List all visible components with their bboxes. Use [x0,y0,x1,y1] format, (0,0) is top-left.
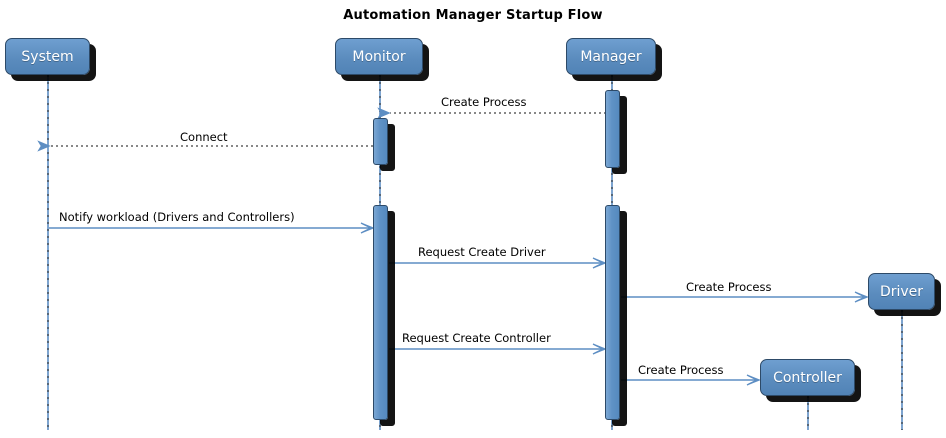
msg-request-create-driver-arrowhead [592,257,605,269]
messages-layer [37,107,867,386]
msg-create-process-controller-arrowhead [746,374,759,386]
msg-create-process-manager-monitor-label: Create Process [441,95,527,109]
participant-box-manager[interactable]: Manager [566,38,656,75]
page-title: Automation Manager Startup Flow [343,8,603,23]
participant-box-controller[interactable]: Controller [760,359,855,396]
participant-label-system: System [21,48,74,65]
activation-bar-manager [605,90,620,168]
msg-connect-label: Connect [180,130,228,144]
msg-request-create-controller-arrowhead [592,343,605,355]
msg-request-create-controller-label: Request Create Controller [402,331,551,345]
participant-label-controller: Controller [773,369,842,386]
activation-bar-manager [605,205,620,420]
participant-label-manager: Manager [580,48,642,65]
msg-create-process-driver-label: Create Process [686,280,772,294]
participant-box-driver[interactable]: Driver [868,273,935,310]
msg-request-create-driver-label: Request Create Driver [418,245,546,259]
msg-notify-workload-label: Notify workload (Drivers and Controllers… [59,210,295,224]
msg-create-process-driver-arrowhead [854,291,867,303]
participant-label-driver: Driver [879,283,924,300]
participant-box-monitor[interactable]: Monitor [335,38,423,75]
activation-bar-monitor [373,205,388,420]
msg-create-process-controller-label: Create Process [638,363,724,377]
participant-label-monitor: Monitor [352,48,406,65]
activation-bar-monitor [373,118,388,165]
msg-notify-workload-arrowhead [360,222,373,234]
participant-box-system[interactable]: System [5,38,90,75]
